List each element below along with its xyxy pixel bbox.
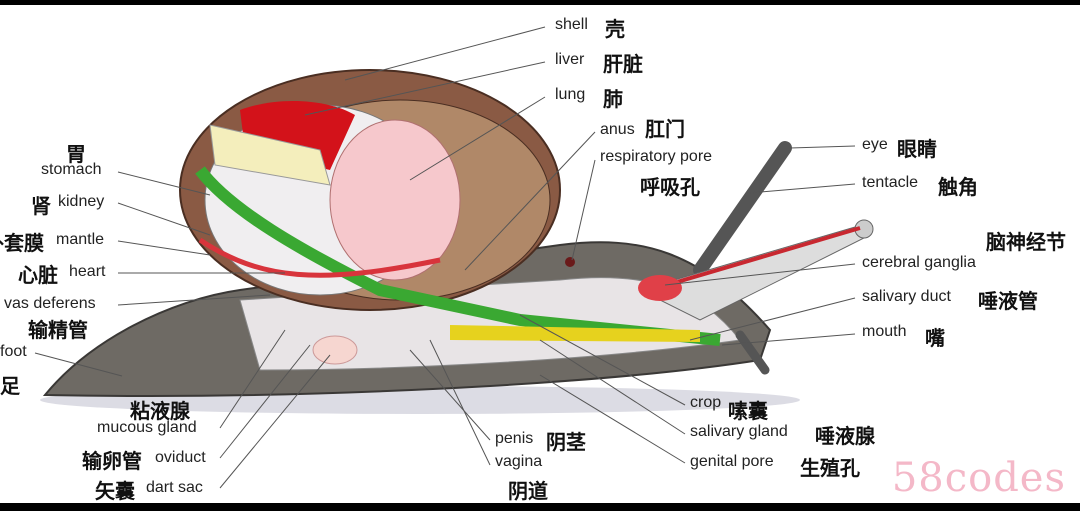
respiratory-pore-mark — [565, 257, 575, 267]
label-liver: liver — [555, 51, 585, 68]
label-cerebral-ganglia-zh: 脑神经节 — [986, 230, 1066, 254]
label-foot: foot — [0, 343, 27, 360]
label-penis: penis — [495, 430, 534, 447]
label-shell: shell — [555, 16, 588, 33]
label-oviduct: oviduct — [155, 449, 206, 466]
label-dart-sac-zh: 矢囊 — [95, 479, 135, 503]
cerebral-ganglia-organ — [638, 275, 682, 301]
salivary-gland-organ — [450, 325, 700, 342]
optic-nerve — [649, 226, 861, 292]
label-eye-zh: 眼睛 — [897, 137, 937, 161]
digestive-tract — [195, 166, 721, 346]
label-tentacle: tentacle — [862, 174, 919, 191]
label-lung-zh: 肺 — [603, 87, 623, 111]
label-respiratory-pore: respiratory pore — [600, 148, 713, 165]
lip-tentacle — [735, 330, 770, 375]
label-stomach: stomach — [41, 161, 102, 178]
label-anus-zh: 肛门 — [645, 117, 685, 141]
label-anus: anus — [600, 121, 635, 138]
label-heart: heart — [69, 263, 106, 280]
label-kidney: kidney — [58, 193, 105, 210]
label-mucous-gland: mucous gland — [97, 419, 197, 436]
top-border — [0, 0, 1080, 5]
blood-vessel — [198, 237, 441, 278]
label-salivary-duct: salivary duct — [862, 288, 951, 305]
label-mantle-zh: 外套膜 — [0, 231, 44, 255]
label-salivary-gland: salivary gland — [690, 423, 788, 440]
label-mouth-zh: 嘴 — [925, 326, 945, 350]
label-respiratory-pore-zh: 呼吸孔 — [640, 175, 700, 199]
label-salivary-duct-zh: 唾液管 — [978, 289, 1038, 313]
label-genital-pore-zh: 生殖孔 — [800, 456, 860, 480]
label-vagina-zh: 阴道 — [508, 479, 548, 503]
upper-tentacle — [693, 141, 792, 277]
dart-sac-organ — [312, 335, 358, 365]
lung-organ — [329, 119, 461, 281]
label-dart-sac: dart sac — [146, 479, 203, 496]
label-vagina: vagina — [495, 453, 543, 470]
label-shell-zh: 壳 — [605, 17, 625, 41]
label-crop: crop — [690, 394, 722, 411]
bottom-border — [0, 503, 1080, 511]
watermark: 58codes — [891, 455, 1066, 501]
label-kidney-zh: 肾 — [31, 194, 51, 218]
label-stomach-zh: 胃 — [66, 142, 86, 166]
label-vas-deferens-zh: 输精管 — [28, 318, 88, 342]
label-vas-deferens: vas deferens — [4, 295, 96, 312]
label-cerebral-ganglia: cerebral ganglia — [862, 254, 976, 271]
label-mantle: mantle — [56, 231, 105, 248]
leader-lines — [34, 26, 856, 489]
label-mouth: mouth — [862, 323, 907, 340]
label-foot-zh: 足 — [0, 374, 20, 398]
label-penis-zh: 阴茎 — [546, 430, 586, 454]
label-salivary-gland-zh: 唾液腺 — [815, 424, 875, 448]
label-mucous-gland-zh: 粘液腺 — [130, 399, 190, 423]
label-eye: eye — [862, 136, 888, 153]
label-crop-zh: 嗉囊 — [728, 399, 768, 423]
label-tentacle-zh: 触角 — [938, 175, 978, 199]
label-heart-zh: 心脏 — [18, 263, 58, 287]
label-oviduct-zh: 输卵管 — [82, 449, 142, 473]
label-genital-pore: genital pore — [690, 453, 774, 470]
albumen-gland — [209, 124, 331, 186]
label-liver-zh: 肝脏 — [603, 52, 643, 76]
label-lung: lung — [555, 86, 586, 103]
